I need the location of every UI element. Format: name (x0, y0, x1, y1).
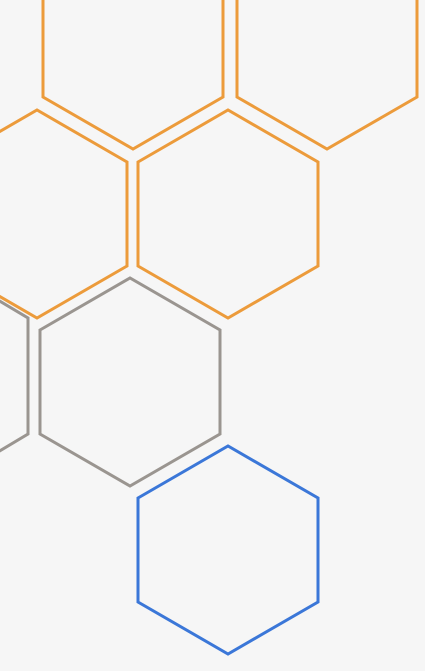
hex-tile-lower-left-edge[interactable] (0, 299, 30, 453)
hex-tile-middle-left[interactable] (0, 108, 129, 320)
hex-tile-top-left[interactable] (41, 0, 225, 151)
hex-tile-middle-right[interactable] (136, 108, 320, 320)
hex-tile-top-right[interactable] (235, 0, 419, 151)
hex-tile-bottom[interactable] (136, 444, 320, 656)
hex-tile-lower-center[interactable] (38, 276, 222, 488)
